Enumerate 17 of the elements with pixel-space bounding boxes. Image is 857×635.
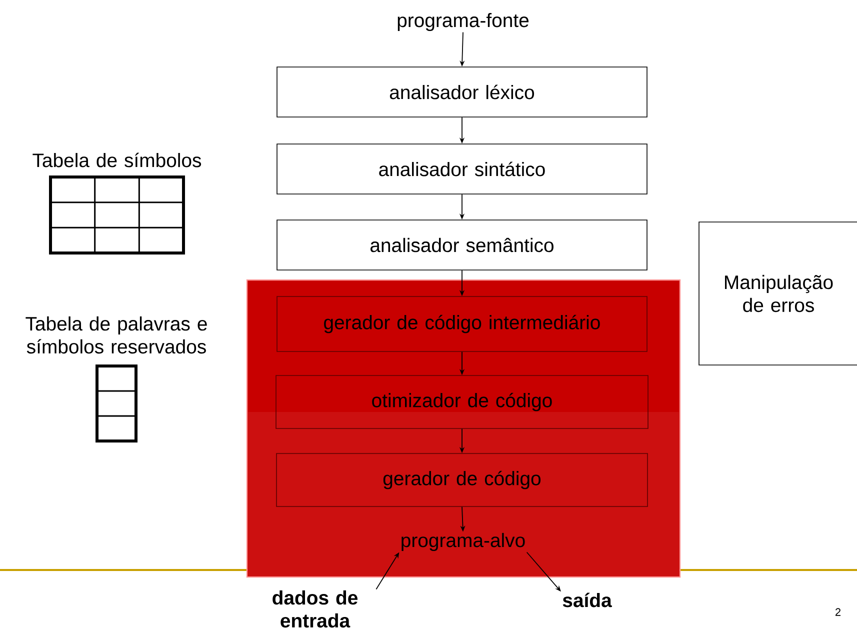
table-drawing [49, 176, 185, 254]
process-box: analisador léxico [276, 66, 648, 118]
io-text: dados de entrada [272, 590, 358, 628]
process-box: gerador de código intermediário [276, 296, 648, 352]
table-heading: Tabela de símbolos [32, 152, 202, 168]
process-box: otimizador de código [276, 375, 648, 429]
table-drawing [96, 364, 138, 442]
process-box: analisador semântico [276, 220, 648, 270]
process-box: gerador de código [276, 453, 648, 507]
io-text: saída [562, 592, 612, 608]
process-box: analisador sintático [276, 144, 648, 194]
process-box: Manipulação de erros [698, 222, 857, 366]
flow-text: programa-fonte [398, 12, 529, 32]
highlight-box [246, 279, 681, 578]
page-number: 2 [836, 608, 840, 616]
table-heading: Tabela de palavras e símbolos reservados [26, 316, 207, 354]
flow-text: programa-alvo [402, 532, 525, 552]
